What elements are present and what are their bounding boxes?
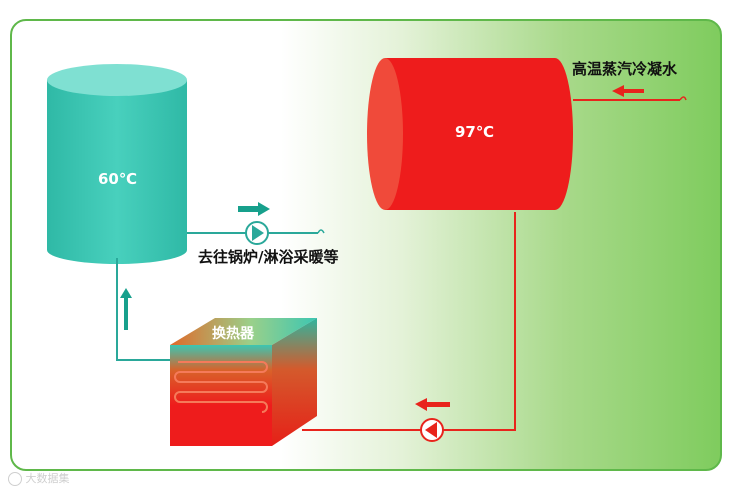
cold-return-pipe — [116, 258, 180, 361]
watermark-logo-icon — [8, 472, 22, 486]
cold-tank-temperature: 60℃ — [98, 170, 138, 188]
cold-tank-body — [47, 80, 187, 264]
left-arrow-icon — [415, 398, 450, 411]
heat-exchanger-label: 换热器 — [212, 326, 254, 342]
destination-label: 去往锅炉/淋浴采暖等 — [198, 248, 339, 266]
condensate-inlet-pipe — [573, 85, 687, 101]
hot-tank-temperature: 97℃ — [455, 123, 495, 141]
cold-water-tank — [47, 64, 187, 264]
heat-exchanger-side — [272, 318, 317, 446]
up-arrow-icon — [120, 288, 132, 330]
heat-exchanger — [170, 318, 317, 446]
heat-exchanger-front — [170, 345, 272, 446]
right-arrow-icon — [238, 202, 270, 216]
hot-tank-end — [367, 58, 403, 210]
left-arrow-icon — [612, 85, 644, 97]
heat-coil — [174, 361, 268, 413]
hot-tank-body — [385, 58, 573, 210]
cold-tank-top — [47, 64, 187, 96]
watermark-text: 大数据集 — [25, 472, 70, 485]
hot-loop-pipe — [302, 212, 516, 442]
outlet-pipe — [187, 202, 325, 245]
steam-condensate-label: 高温蒸汽冷凝水 — [572, 60, 678, 78]
watermark: 大数据集 — [8, 470, 70, 486]
hot-water-tank — [367, 58, 573, 210]
heat-exchanger-top — [170, 318, 317, 345]
